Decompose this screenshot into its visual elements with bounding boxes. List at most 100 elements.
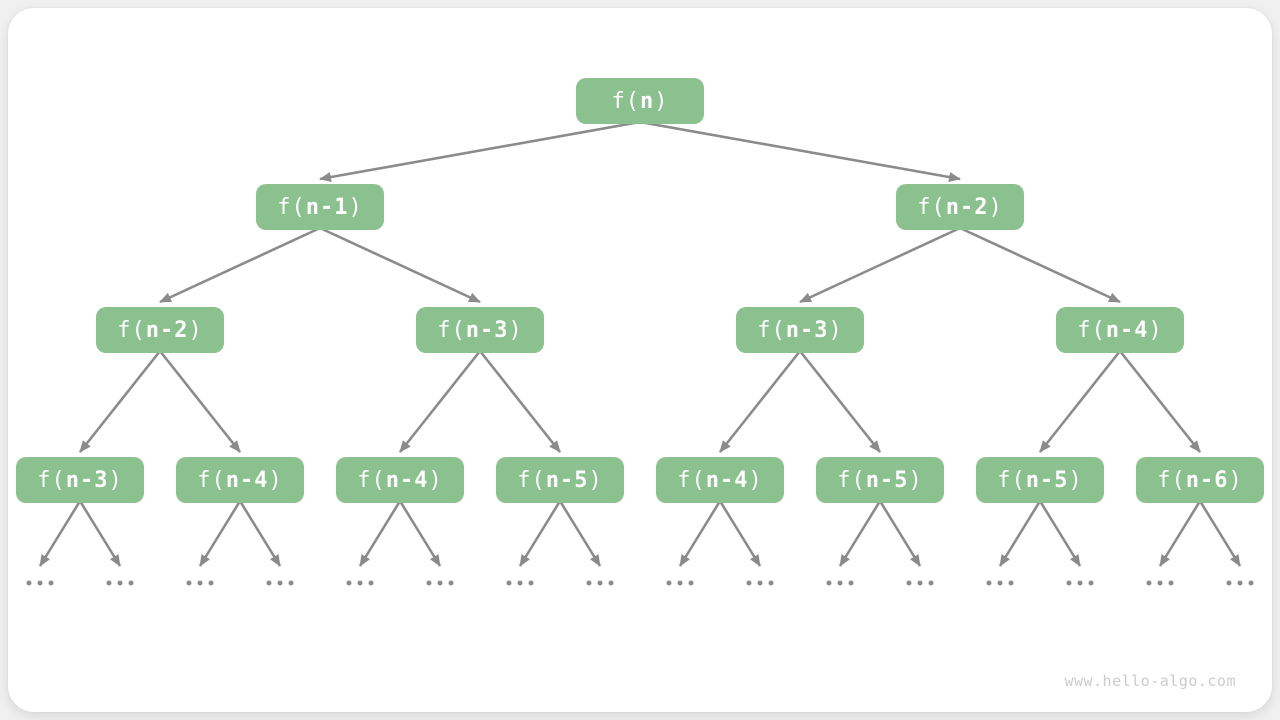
tree-edge	[959, 226, 1121, 304]
node-label-arg: n-3	[785, 317, 829, 343]
node-label-arg: n-2	[945, 194, 989, 220]
ellipsis-dot	[768, 580, 774, 586]
ellipsis-dot	[506, 580, 512, 586]
tree-node: f(n-4)	[336, 457, 464, 503]
ellipsis-dot	[586, 580, 592, 586]
node-label-arg: n-5	[545, 467, 589, 493]
tree-node: f(n-4)	[176, 457, 304, 503]
node-label-text: f(	[37, 467, 66, 493]
tree-node: f(n-2)	[896, 184, 1024, 230]
tree-node: f(n-3)	[16, 457, 144, 503]
tree-node: f(n-2)	[96, 307, 224, 353]
ellipsis-dot	[1226, 580, 1232, 586]
tree-edge	[798, 350, 882, 453]
tree-node: f(n-4)	[656, 457, 784, 503]
ellipsis	[906, 580, 934, 586]
node-label-arg: n-4	[385, 467, 429, 493]
node-label-text: f(	[837, 467, 866, 493]
ellipsis	[1226, 580, 1254, 586]
tree-edge	[799, 226, 961, 304]
ellipsis-dot	[917, 580, 923, 586]
ellipsis-dot	[666, 580, 672, 586]
ellipsis-dot	[837, 580, 843, 586]
node-label-text: )	[828, 317, 843, 343]
tree-edge	[1198, 500, 1242, 567]
ellipsis-dot	[437, 580, 443, 586]
ellipsis	[426, 580, 454, 586]
ellipsis-dot	[117, 580, 123, 586]
ellipsis-dot	[1077, 580, 1083, 586]
ellipsis-dot	[186, 580, 192, 586]
ellipsis-dot	[746, 580, 752, 586]
tree-edge	[998, 500, 1042, 567]
ellipsis-dot	[517, 580, 523, 586]
node-label-arg: n-4	[1105, 317, 1149, 343]
ellipsis	[826, 580, 854, 586]
ellipsis-dot	[128, 580, 134, 586]
node-label-arg: n-6	[1185, 467, 1229, 493]
tree-edge	[639, 120, 961, 182]
node-label-arg: n-1	[305, 194, 349, 220]
tree-node: f(n-5)	[496, 457, 624, 503]
node-label-arg: n-4	[705, 467, 749, 493]
ellipsis-dot	[266, 580, 272, 586]
ellipsis	[346, 580, 374, 586]
ellipsis-dot	[997, 580, 1003, 586]
node-label-text: f(	[197, 467, 226, 493]
node-label-text: f(	[117, 317, 146, 343]
node-label-arg: n-3	[465, 317, 509, 343]
ellipsis-dot	[688, 580, 694, 586]
tree-edge	[398, 500, 442, 567]
ellipsis-dot	[48, 580, 54, 586]
ellipsis-dot	[608, 580, 614, 586]
tree-edge	[718, 350, 802, 453]
tree-node: f(n-3)	[416, 307, 544, 353]
tree-edge	[678, 500, 722, 567]
ellipsis-dot	[197, 580, 203, 586]
ellipsis-dot	[986, 580, 992, 586]
node-label-arg: n-5	[1025, 467, 1069, 493]
ellipsis-dot	[26, 580, 32, 586]
ellipsis-dot	[906, 580, 912, 586]
node-label-text: f(	[677, 467, 706, 493]
tree-edge	[78, 350, 162, 453]
node-label-text: )	[1148, 317, 1163, 343]
node-label-arg: n-3	[65, 467, 109, 493]
ellipsis	[26, 580, 54, 586]
tree-edge	[319, 226, 481, 304]
ellipsis-dot	[357, 580, 363, 586]
tree-edge	[158, 350, 242, 453]
ellipsis	[186, 580, 214, 586]
tree-node: f(n-4)	[1056, 307, 1184, 353]
node-label-text: f(	[917, 194, 946, 220]
node-label-text: f(	[277, 194, 306, 220]
tree-edge	[718, 500, 762, 567]
ellipsis-dot	[597, 580, 603, 586]
ellipsis	[106, 580, 134, 586]
ellipsis-dot	[37, 580, 43, 586]
ellipsis-dot	[426, 580, 432, 586]
diagram-card	[8, 8, 1272, 712]
tree-edge	[1118, 350, 1202, 453]
tree-edge	[398, 350, 482, 453]
node-label-text: f(	[357, 467, 386, 493]
ellipsis-dot	[1157, 580, 1163, 586]
ellipsis	[1146, 580, 1174, 586]
node-label-text: f(	[1157, 467, 1186, 493]
node-label-text: )	[654, 88, 669, 114]
tree-node: f(n-6)	[1136, 457, 1264, 503]
ellipsis-dot	[848, 580, 854, 586]
ellipsis-dot	[1146, 580, 1152, 586]
ellipsis-dot	[288, 580, 294, 586]
tree-edge	[1038, 500, 1082, 567]
tree-node: f(n)	[576, 78, 704, 124]
node-label-text: )	[908, 467, 923, 493]
node-label-text: )	[108, 467, 123, 493]
node-label-text: )	[1228, 467, 1243, 493]
ellipsis	[1066, 580, 1094, 586]
node-label-text: f(	[517, 467, 546, 493]
tree-edge	[198, 500, 242, 567]
